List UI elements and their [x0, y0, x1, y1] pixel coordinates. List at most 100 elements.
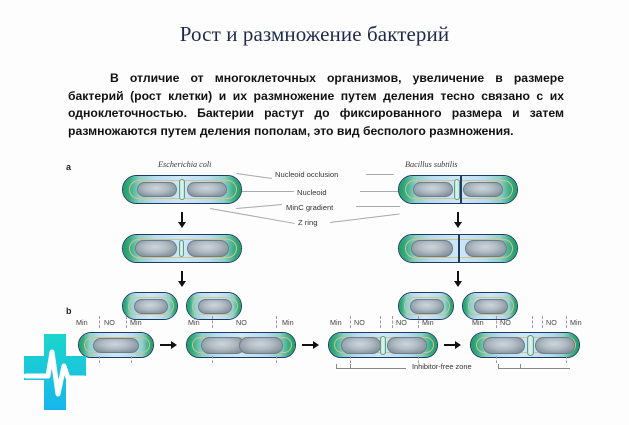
- zone-divider: [542, 316, 543, 328]
- arrow-down-head: [178, 222, 186, 228]
- nucleoid: [410, 299, 444, 314]
- zone-divider: [566, 356, 567, 363]
- nucleoid: [465, 240, 507, 257]
- cell-ecoli-daughter-1: [122, 292, 178, 320]
- logo-svg: [23, 334, 87, 410]
- zone-bracket-tick: [498, 364, 499, 369]
- nucleoid: [93, 338, 139, 353]
- zone-label-min: Min: [76, 318, 88, 327]
- arrow-right-stem: [160, 344, 172, 346]
- zone-label-min: Min: [330, 318, 342, 327]
- septum: [460, 176, 462, 203]
- zone-label-no: NO: [104, 318, 115, 327]
- zone-label-min: Min: [130, 318, 142, 327]
- zone-divider: [212, 356, 213, 363]
- body-paragraph: В отличие от многоклеточных организмов, …: [68, 71, 564, 138]
- zone-divider: [350, 356, 351, 363]
- leader-line: [236, 204, 283, 210]
- cell-ecoli-daughter-2: [186, 292, 242, 320]
- zone-label-min: Min: [282, 318, 294, 327]
- zone-divider: [99, 356, 100, 363]
- species-label-bsubtilis: Bacillus subtilis: [405, 160, 458, 169]
- zone-label-min: Min: [570, 318, 582, 327]
- inhibitor-free-zone-label: Inhibitor-free zone: [412, 362, 472, 371]
- zone-label-no: NO: [546, 318, 557, 327]
- arrow-right-head: [171, 341, 177, 349]
- cell-ecoli-stage1: [122, 175, 242, 204]
- leader-line: [236, 172, 273, 179]
- arrow-right-head: [313, 341, 319, 349]
- nucleoid: [474, 299, 508, 314]
- callout-minc-gradient: MinC gradient: [286, 203, 334, 212]
- cell-ecoli-stage2: [122, 234, 242, 263]
- nucleoid: [187, 182, 227, 197]
- nucleoid: [198, 299, 232, 314]
- zone-divider: [392, 316, 393, 328]
- callout-z-ring: Z ring: [298, 218, 318, 227]
- zone-divider: [566, 316, 567, 328]
- nucleoid: [387, 337, 427, 354]
- arrow-down-head: [454, 281, 462, 287]
- zone-divider: [276, 356, 277, 363]
- panel-b-letter: b: [66, 306, 72, 316]
- callout-nucleoid: Nucleoid: [297, 188, 327, 197]
- nucleoid: [483, 337, 525, 354]
- cell-panelb-stage1: [78, 332, 154, 358]
- zone-divider: [350, 316, 351, 328]
- zone-divider: [418, 356, 419, 363]
- zone-divider: [212, 316, 213, 328]
- cell-bsubtilis-daughter-1: [398, 292, 454, 320]
- cell-panelb-stage4: [470, 332, 580, 358]
- zone-divider: [496, 356, 497, 363]
- zone-divider: [496, 316, 497, 328]
- leader-line: [366, 174, 394, 175]
- zone-label-min: Min: [422, 318, 434, 327]
- z-ring: [454, 179, 460, 200]
- zone-divider: [131, 356, 132, 363]
- nucleoid: [135, 240, 177, 257]
- leader-line: [209, 208, 295, 224]
- zone-label-no: NO: [354, 318, 365, 327]
- zone-divider: [276, 316, 277, 328]
- arrow-right-stem: [444, 344, 456, 346]
- nucleoid: [413, 182, 453, 197]
- panel-a-letter: a: [66, 162, 72, 172]
- zone-label-no: NO: [396, 318, 407, 327]
- z-ring: [527, 335, 534, 356]
- cell-bsubtilis-stage2: [398, 234, 518, 263]
- nucleoid: [341, 337, 381, 354]
- zone-label-min: Min: [472, 318, 484, 327]
- zone-bracket: [498, 368, 570, 369]
- medical-cross-heartbeat-logo: [22, 332, 88, 416]
- nucleoid: [535, 337, 575, 354]
- arrow-down-stem: [457, 212, 459, 223]
- z-ring: [380, 336, 386, 355]
- zone-divider: [418, 316, 419, 328]
- heartbeat-line: [23, 349, 87, 397]
- zone-divider: [99, 316, 100, 328]
- cell-bsubtilis-daughter-2: [462, 292, 518, 320]
- nucleoid: [239, 337, 283, 354]
- nucleoid: [411, 240, 453, 257]
- zone-label-no: NO: [236, 318, 247, 327]
- arrow-right-head: [455, 341, 461, 349]
- septum: [458, 235, 461, 262]
- nucleoid: [134, 299, 168, 314]
- arrow-down-stem: [457, 271, 459, 282]
- nucleoid: [137, 182, 177, 197]
- leader-line: [356, 206, 400, 207]
- zone-divider: [126, 316, 127, 328]
- arrow-right-stem: [302, 344, 314, 346]
- cell-panelb-stage2: [186, 332, 296, 358]
- page-title: Рост и размножение бактерий: [179, 22, 450, 46]
- z-ring: [179, 240, 184, 257]
- cell-bsubtilis-stage1: [398, 175, 518, 204]
- species-label-ecoli: Escherichia coli: [158, 160, 212, 169]
- zone-label-min: Min: [188, 318, 200, 327]
- bacterial-division-figure: a Escherichia coli Bacillus subtilis Nuc…: [60, 158, 582, 398]
- callout-nucleoid-occlusion: Nucleoid occlusion: [275, 170, 339, 179]
- zone-label-no: NO: [500, 318, 511, 327]
- nucleoid: [463, 182, 503, 197]
- arrow-down-head: [178, 281, 186, 287]
